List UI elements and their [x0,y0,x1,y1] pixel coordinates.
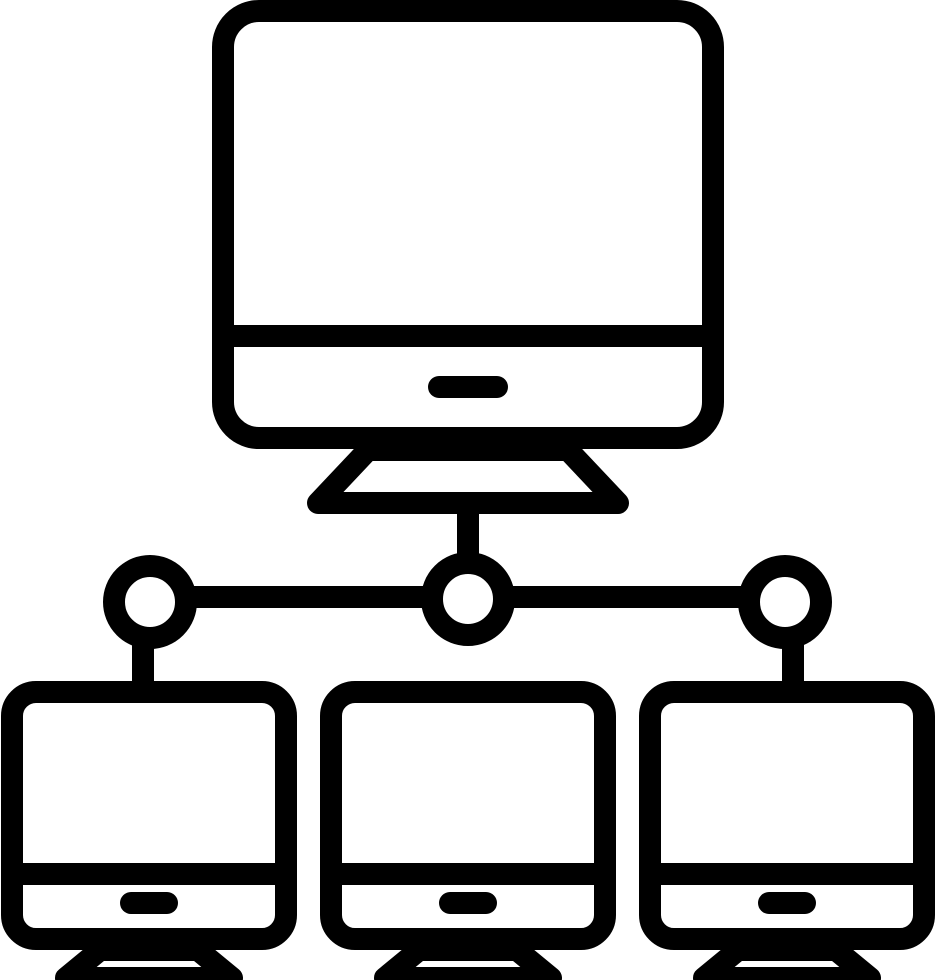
network-node-icon [738,555,832,649]
server-monitor-icon [212,0,724,514]
server-monitor-frame [212,0,724,449]
client-monitor-stand [374,939,562,980]
client-monitor-icon [1,681,297,980]
client-monitor-icon [320,681,616,980]
network-node-icon [103,555,197,649]
client-monitor-stand [693,939,881,980]
server-monitor-stand [307,439,629,514]
client-monitor-icon [639,681,935,980]
client-monitor-stand [55,939,243,980]
network-node-icon [421,552,515,646]
network-nodes [103,552,832,649]
